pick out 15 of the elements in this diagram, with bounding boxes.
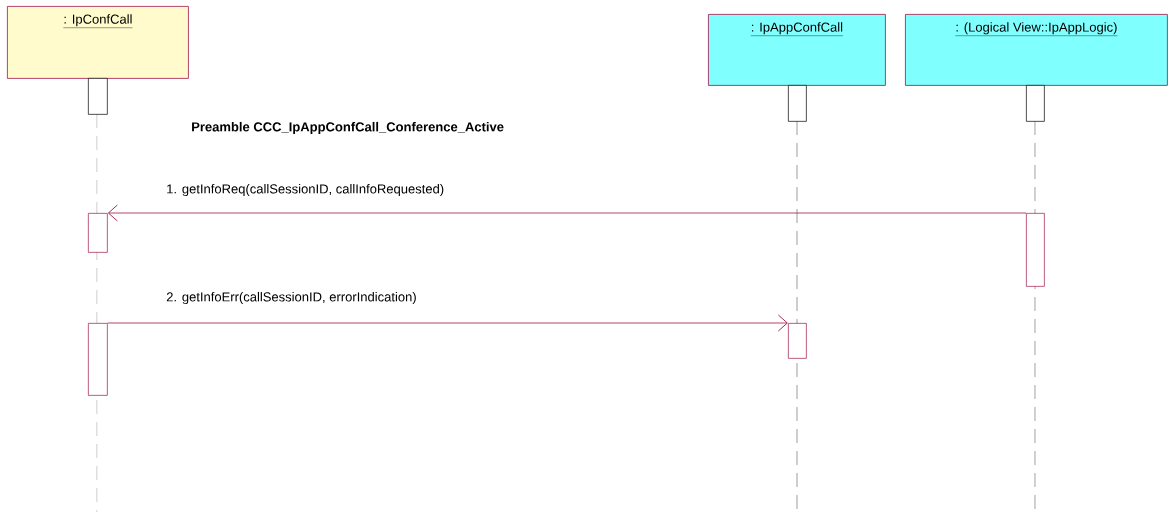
activation-bar [88, 78, 108, 115]
preamble-heading: Preamble CCC_IpAppConfCall_Conference_Active [192, 121, 504, 135]
activation-bar [1026, 213, 1045, 287]
object-box: : IpConfCall [7, 6, 189, 79]
object-box: : IpAppConfCall [708, 14, 886, 86]
activation-bar [788, 85, 807, 122]
object-box: : (Logical View::IpAppLogic) [905, 14, 1168, 86]
message-arrow [107, 314, 788, 332]
message-label: 2. getInfoErr(callSessionID, errorIndication) [166, 291, 416, 305]
message-arrow [107, 204, 1027, 222]
activation-bar [788, 323, 807, 359]
activation-bar [1026, 85, 1045, 122]
activation-bar [88, 213, 108, 253]
message-label: 1. getInfoReq(callSessionID, callInfoRequested) [167, 183, 444, 197]
activation-bar [88, 323, 108, 396]
